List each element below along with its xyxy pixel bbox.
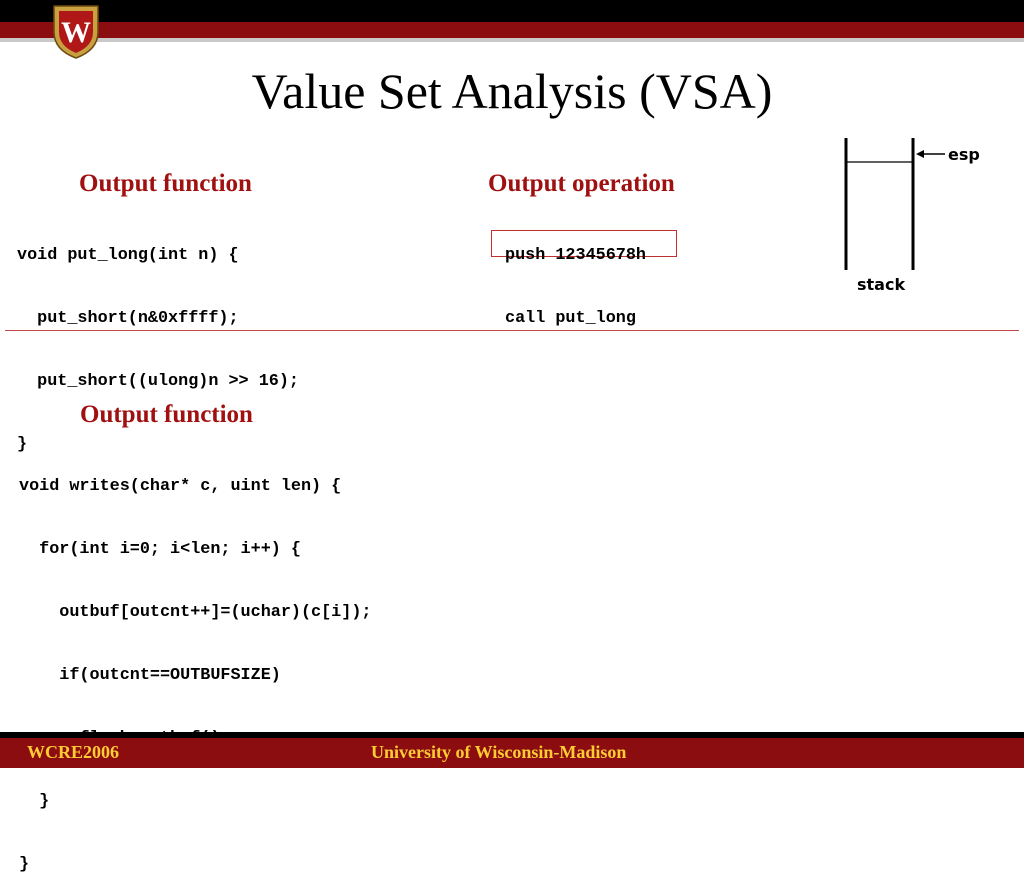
top-banner-red-strip [0,22,1024,38]
code-line: } [17,435,28,454]
code-line: } [19,855,30,874]
footer-university: University of Wisconsin-Madison [371,742,627,762]
put-long-code-block: void put_long(int n) { put_short(n&0xfff… [17,205,299,476]
university-crest-logo: W [53,5,99,59]
output-operation-heading: Output operation [488,170,675,197]
code-line: put_short((ulong)n >> 16); [17,372,299,391]
section-divider [5,330,1019,331]
slide-title: Value Set Analysis (VSA) [251,63,773,119]
code-line: push 12345678h [505,246,646,265]
code-line: if(outcnt==OUTBUFSIZE) [19,666,281,685]
esp-arrow-head [916,150,924,158]
output-operation-code-block: push 12345678h call put_long [505,205,646,350]
code-line: outbuf[outcnt++]=(uchar)(c[i]); [19,603,372,622]
esp-pointer-label: esp [948,145,980,164]
code-line: call put_long [505,309,636,328]
stack-label: stack [857,275,906,294]
writes-code-block: void writes(char* c, uint len) { for(int… [19,436,371,896]
code-line: void put_long(int n) { [17,246,239,265]
code-line: for(int i=0; i<len; i++) { [19,540,301,559]
call-highlight-box [491,230,677,257]
footer-black-strip [0,732,1024,738]
top-banner-shadow [0,38,1024,42]
footer-conference: WCRE2006 [27,742,120,762]
output-function-heading-bottom: Output function [80,401,253,428]
code-line: void writes(char* c, uint len) { [19,477,342,496]
output-function-heading-top: Output function [79,170,252,197]
code-line: put_short(n&0xffff); [17,309,239,328]
svg-text:W: W [61,16,91,49]
top-banner [0,0,1024,60]
stack-diagram [844,138,945,270]
code-line: } [19,792,50,811]
top-banner-black-strip [0,0,1024,22]
footer-banner: WCRE2006 University of Wisconsin-Madison [0,732,1024,768]
